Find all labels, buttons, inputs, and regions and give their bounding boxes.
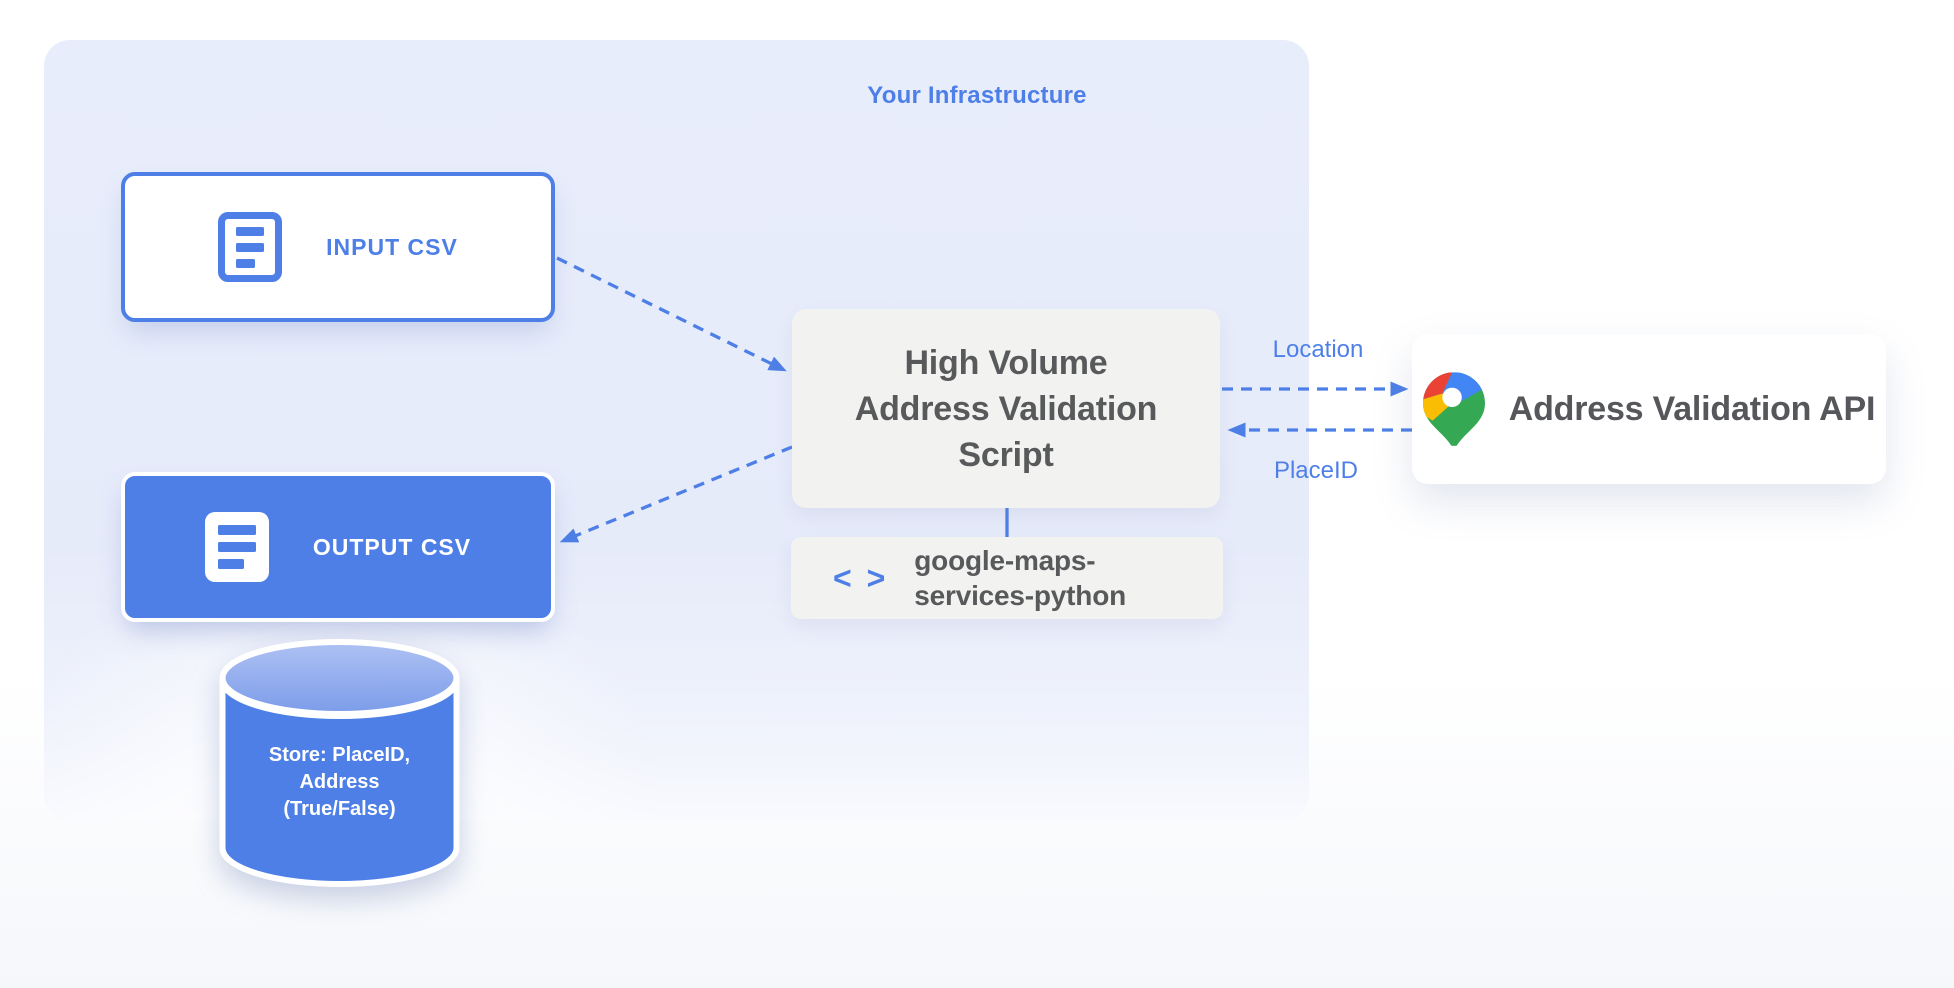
google-maps-pin-icon [1422,372,1485,446]
input-csv-box: INPUT CSV [121,172,555,322]
document-icon [204,512,269,582]
datastore-label: Store: PlaceID, Address (True/False) [268,744,411,820]
document-line [236,226,265,236]
input-csv-label: INPUT CSV [326,233,458,260]
infrastructure-title: Your Infrastructure [867,82,1087,109]
document-line [217,525,256,535]
library-box: < > google-maps- services-python [791,537,1223,619]
datastore-cylinder: Store: PlaceID, Address (True/False) [216,638,463,890]
document-line [217,542,256,552]
cylinder-shape [219,639,460,887]
arrow-script-to-output [559,445,793,543]
code-icon: < > [833,559,889,596]
script-label: High Volume Address Validation Script [854,343,1158,474]
script-box: High Volume Address Validation Script [792,309,1220,508]
library-label: google-maps- services-python [914,545,1127,611]
document-icon [218,212,283,282]
document-line [217,559,244,569]
output-csv-label: OUTPUT CSV [312,533,472,560]
api-label: Address Validation API [1508,389,1876,428]
document-line [236,258,256,268]
placeid-arrow-label: PlaceID [1273,457,1359,484]
output-csv-box: OUTPUT CSV [121,472,555,622]
document-line [236,242,265,252]
api-box: Address Validation API [1412,334,1886,484]
location-arrow-label: Location [1272,336,1364,363]
arrow-input-to-script [556,256,787,372]
